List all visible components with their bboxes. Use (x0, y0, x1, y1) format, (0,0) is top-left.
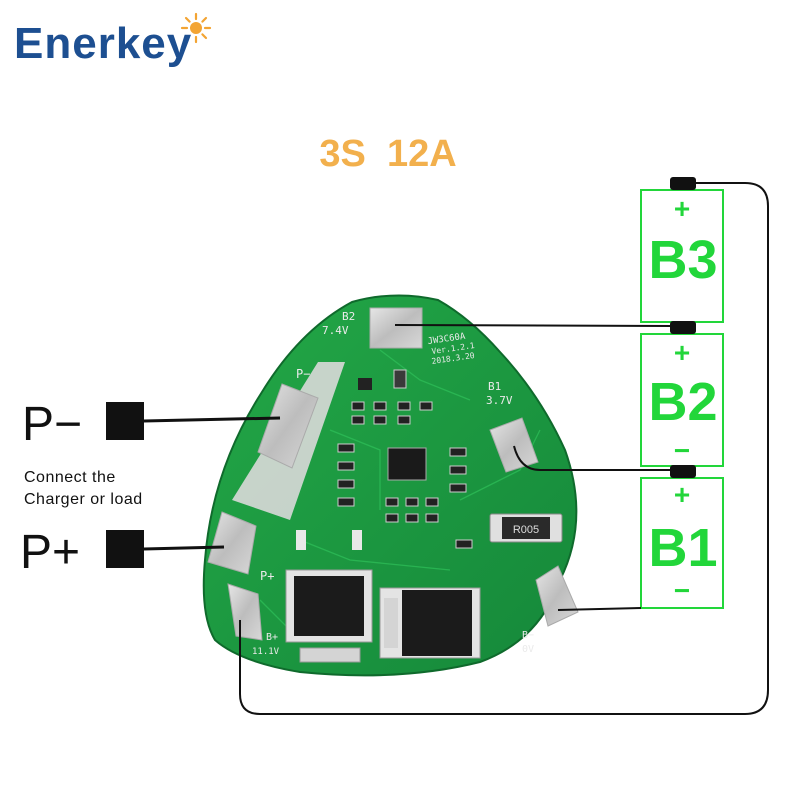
pad-b-minus (535, 565, 579, 627)
silk-p-plus: P+ (260, 569, 274, 583)
connect-note-line1: Connect the (24, 469, 116, 486)
p-plus-label: P+ (20, 526, 80, 579)
b2-minus-sign: − (674, 435, 690, 466)
pcb-board: B2 7.4V JW3C60A Ver.1.2.1 2018.3.20 B1 3… (202, 294, 579, 677)
b1-label: B1 (648, 518, 717, 578)
p-plus-terminal: P+ (20, 526, 225, 579)
silk-b2: B2 (342, 310, 355, 323)
p-plus-connector (106, 530, 144, 568)
silk-b-minus-voltage: 0V (522, 644, 534, 655)
mosfet-right (379, 587, 481, 659)
p-minus-terminal: P− (22, 398, 281, 451)
resistor-marking: R005 (513, 524, 539, 536)
connect-note-line2: Charger or load (24, 491, 143, 508)
pad-b2 (369, 307, 423, 349)
p-minus-label: P− (22, 398, 82, 451)
protection-ic (387, 447, 427, 481)
pad-p-minus (257, 383, 319, 469)
silk-b-plus: B+ (266, 632, 278, 643)
battery-b3: + B3 (640, 189, 724, 323)
b2-plus-sign: + (674, 337, 690, 368)
sun-icon (180, 12, 212, 44)
brand-name: Enerkey (14, 19, 192, 68)
b3-plus-sign: + (674, 193, 690, 224)
brand-logo: Enerkey (14, 12, 212, 68)
wires (239, 182, 769, 715)
battery-b1: + B1 − (640, 477, 724, 609)
silk-b1: B1 (488, 380, 501, 393)
pad-b1 (489, 417, 539, 473)
silk-b2-voltage: 7.4V (322, 324, 349, 337)
battery-b2: + B2 − (640, 333, 724, 467)
b1-plus-sign: + (674, 479, 690, 510)
b2-label: B2 (648, 372, 717, 432)
smd-components (296, 369, 473, 550)
p-minus-connector (106, 402, 144, 440)
silk-b-minus: B− (522, 630, 534, 641)
silk-p-minus: P− (296, 367, 310, 381)
silk-b-plus-voltage: 11.1V (252, 647, 280, 657)
b3-label: B3 (648, 230, 717, 290)
shunt-resistor: R005 (489, 513, 563, 543)
silk-b1-voltage: 3.7V (486, 394, 513, 407)
mosfet-left (285, 569, 373, 663)
pad-p-plus (207, 511, 257, 575)
b1-minus-sign: − (674, 575, 690, 606)
pad-b-plus (227, 583, 263, 641)
battery-terminal-caps (670, 177, 696, 478)
spec-title: 3S 12A (319, 133, 456, 175)
